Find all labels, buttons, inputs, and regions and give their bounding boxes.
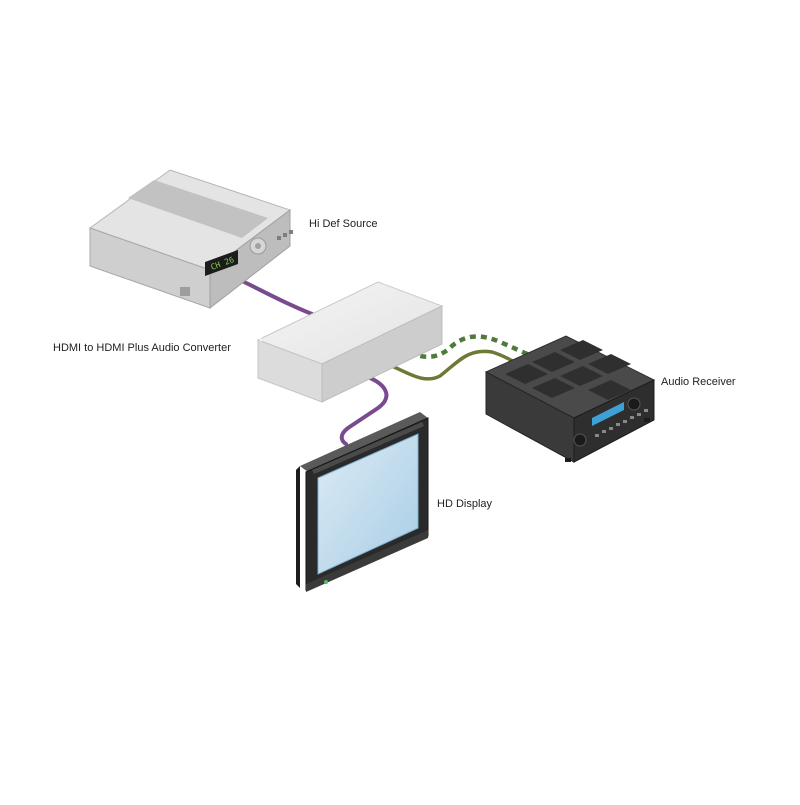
volume-knob-icon [573, 433, 587, 447]
label-hd-display: HD Display [437, 498, 493, 510]
audio-receiver-device [484, 335, 656, 463]
display-screen [317, 433, 419, 575]
power-led-icon [324, 580, 328, 584]
receiver-display [592, 402, 624, 426]
audio-cable-solid [390, 349, 526, 381]
hi-def-source-device: CH 26 [88, 169, 293, 310]
hdmi-audio-converter-device [256, 281, 444, 403]
label-hi-def-source: Hi Def Source [309, 218, 378, 230]
selector-knob-icon [627, 397, 641, 411]
hdmi-cable-source-to-converter [234, 276, 324, 320]
hd-display-device [296, 412, 429, 592]
label-audio-receiver: Audio Receiver [661, 376, 736, 388]
label-converter: HDMI to HDMI Plus Audio Converter [53, 342, 231, 354]
hdmi-cable-converter-to-display [339, 376, 389, 446]
audio-cable-dashed [408, 334, 533, 360]
